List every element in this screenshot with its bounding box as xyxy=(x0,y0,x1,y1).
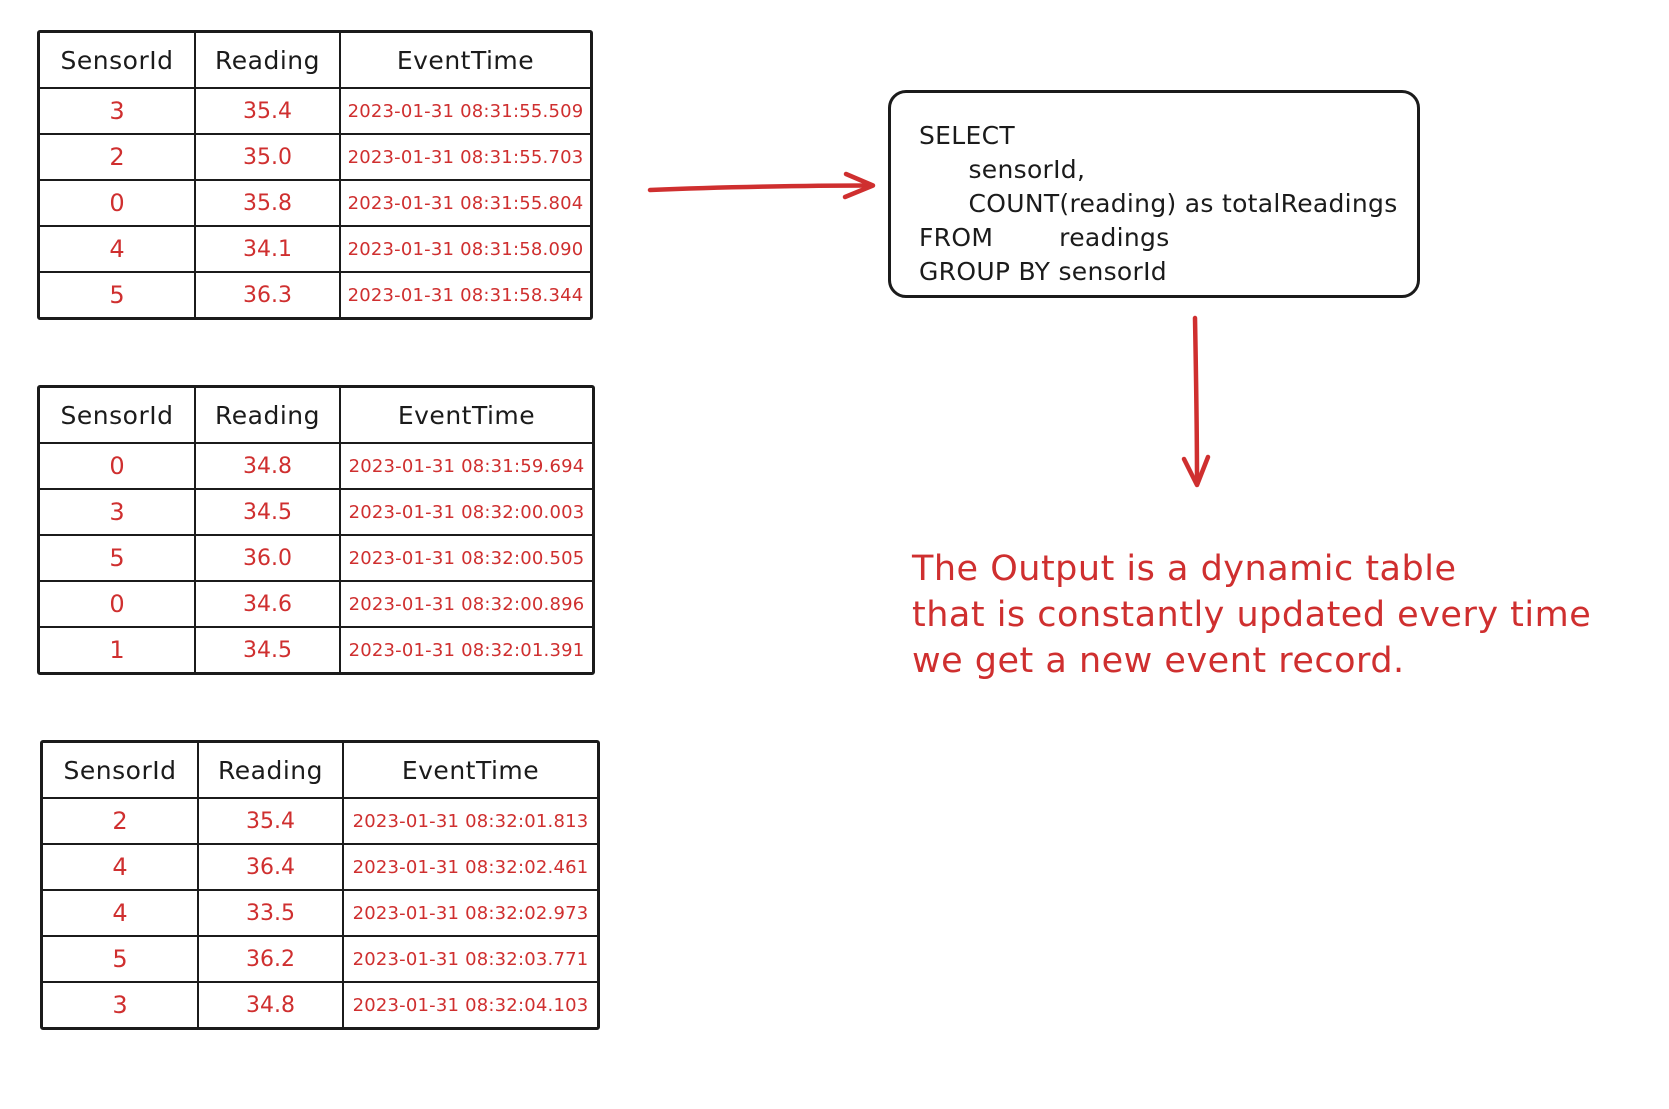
sensor-id-cell: 3 xyxy=(43,983,199,1027)
column-header-eventtime: EventTime xyxy=(396,45,535,75)
sensor-id-cell: 0 xyxy=(40,444,196,488)
event-time-cell: 2023-01-31 08:32:04.103 xyxy=(352,994,589,1016)
reading-cell: 35.4 xyxy=(196,89,341,133)
sensor-id-cell: 0 xyxy=(40,582,196,626)
reading-cell: 34.5 xyxy=(196,628,341,672)
sensor-id-cell: 5 xyxy=(40,536,196,580)
sensor-id-cell: 4 xyxy=(40,227,196,271)
sensor-id-cell: 2 xyxy=(40,135,196,179)
event-time-cell: 2023-01-31 08:31:55.703 xyxy=(347,146,584,168)
event-time-cell: 2023-01-31 08:31:55.509 xyxy=(347,100,584,122)
annotation-line: that is constantly updated every time xyxy=(912,595,1592,635)
reading-cell: 36.0 xyxy=(196,536,341,580)
column-header-sensorid: SensorId xyxy=(43,743,199,797)
sensor-id-cell: 3 xyxy=(40,89,196,133)
column-header-reading: Reading xyxy=(199,743,344,797)
event-time-cell: 2023-01-31 08:32:01.391 xyxy=(348,639,585,661)
event-time-cell: 2023-01-31 08:31:58.344 xyxy=(347,284,584,306)
arrow-query-to-output-icon xyxy=(1181,315,1211,488)
event-time-cell: 2023-01-31 08:32:02.973 xyxy=(352,902,589,924)
output-annotation: The Output is a dynamic table that is con… xyxy=(912,546,1632,684)
reading-cell: 34.5 xyxy=(196,490,341,534)
sensor-id-cell: 3 xyxy=(40,490,196,534)
annotation-line: The Output is a dynamic table xyxy=(912,549,1457,589)
event-time-cell: 2023-01-31 08:31:58.090 xyxy=(347,238,584,260)
reading-cell: 33.5 xyxy=(199,891,344,935)
reading-cell: 34.8 xyxy=(199,983,344,1027)
sensor-id-cell: 4 xyxy=(43,845,199,889)
reading-cell: 34.1 xyxy=(196,227,341,271)
column-header-eventtime: EventTime xyxy=(401,755,540,785)
reading-cell: 36.4 xyxy=(199,845,344,889)
column-header-reading: Reading xyxy=(196,33,341,87)
sql-query-text: SELECT sensorId, COUNT(reading) as total… xyxy=(919,121,1398,286)
event-time-cell: 2023-01-31 08:32:01.813 xyxy=(352,810,589,832)
reading-cell: 35.8 xyxy=(196,181,341,225)
event-time-cell: 2023-01-31 08:32:03.771 xyxy=(352,948,589,970)
sql-query-box: SELECT sensorId, COUNT(reading) as total… xyxy=(888,90,1420,298)
reading-cell: 34.6 xyxy=(196,582,341,626)
event-time-cell: 2023-01-31 08:32:00.003 xyxy=(348,501,585,523)
event-time-cell: 2023-01-31 08:32:00.505 xyxy=(348,547,585,569)
sensor-id-cell: 5 xyxy=(40,273,196,317)
reading-cell: 36.2 xyxy=(199,937,344,981)
sensor-id-cell: 4 xyxy=(43,891,199,935)
event-time-cell: 2023-01-31 08:31:59.694 xyxy=(348,455,585,477)
column-header-sensorid: SensorId xyxy=(40,33,196,87)
event-time-cell: 2023-01-31 08:31:55.804 xyxy=(347,192,584,214)
arrow-table-to-query-icon xyxy=(647,171,876,200)
reading-cell: 36.3 xyxy=(196,273,341,317)
sensor-id-cell: 0 xyxy=(40,181,196,225)
column-header-eventtime: EventTime xyxy=(397,400,536,430)
sensor-id-cell: 2 xyxy=(43,799,199,843)
reading-cell: 35.0 xyxy=(196,135,341,179)
sensor-id-cell: 5 xyxy=(43,937,199,981)
sensor-id-cell: 1 xyxy=(40,628,196,672)
column-header-reading: Reading xyxy=(196,388,341,442)
column-header-sensorid: SensorId xyxy=(40,388,196,442)
reading-cell: 35.4 xyxy=(199,799,344,843)
annotation-line: we get a new event record. xyxy=(912,641,1405,681)
event-time-cell: 2023-01-31 08:32:02.461 xyxy=(352,856,589,878)
event-time-cell: 2023-01-31 08:32:00.896 xyxy=(348,593,585,615)
reading-cell: 34.8 xyxy=(196,444,341,488)
